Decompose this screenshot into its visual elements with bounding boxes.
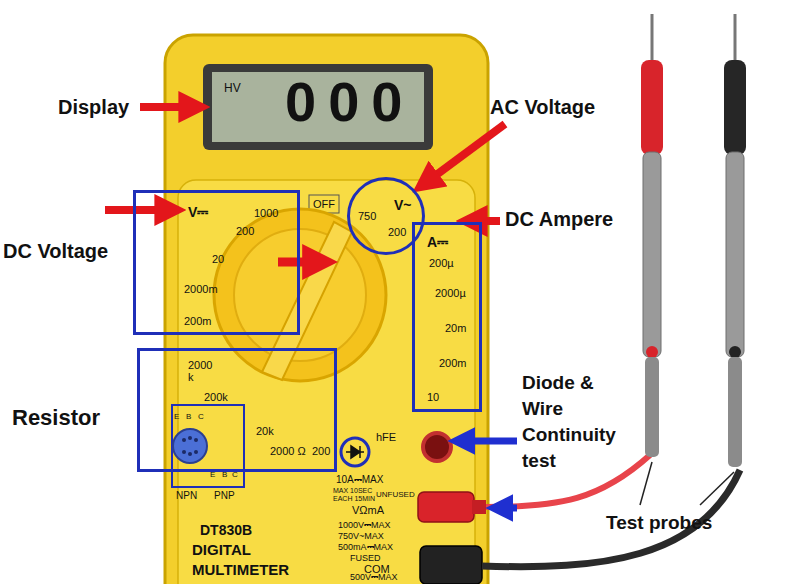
callout-arrow bbox=[278, 258, 322, 267]
range-label: 200m bbox=[184, 315, 212, 327]
range-label: 200 bbox=[236, 225, 254, 237]
panel-marking: 750V~MAX bbox=[338, 531, 384, 541]
range-label: 2000µ bbox=[435, 287, 466, 299]
callout-label: AC Voltage bbox=[490, 96, 595, 119]
range-box: A⎓ 200µ 2000µ 20m 200m 10 bbox=[412, 222, 482, 412]
black-probe-handle bbox=[724, 60, 746, 155]
panel-marking: DT830B bbox=[200, 522, 252, 538]
range-label: 2000 k bbox=[188, 359, 218, 383]
callout-label: Resistor bbox=[12, 405, 100, 430]
black-plug bbox=[420, 546, 482, 584]
range-label: 200k bbox=[204, 391, 228, 403]
panel-marking: B bbox=[186, 412, 191, 421]
panel-marking: E bbox=[174, 412, 179, 421]
black-probe-tip bbox=[734, 14, 737, 62]
callout-arrow bbox=[140, 103, 196, 111]
callout-label: Test probes bbox=[606, 512, 712, 534]
callout-label: Diode & Wire Continuity test bbox=[522, 370, 634, 474]
range-label: 200m bbox=[439, 357, 467, 369]
range-label: 20m bbox=[445, 322, 466, 334]
callout-label: Display bbox=[58, 96, 129, 119]
panel-marking: 500V⎓MAX bbox=[350, 572, 398, 582]
panel-marking: OFF bbox=[313, 198, 335, 211]
red-probe-tip bbox=[651, 14, 654, 62]
panel-marking: PNP bbox=[214, 490, 235, 502]
panel-marking: FUSED bbox=[350, 553, 381, 563]
panel-marking: B bbox=[222, 470, 227, 479]
callout-arrow bbox=[460, 438, 517, 445]
black-probe-grip bbox=[726, 152, 744, 357]
socket-frame bbox=[172, 405, 244, 487]
diode-symbol bbox=[346, 446, 364, 458]
display-bezel bbox=[203, 64, 433, 150]
red-plug bbox=[418, 492, 474, 522]
panel-marking: MAX 10SEC EACH 15MIN bbox=[333, 487, 375, 502]
black-probe-boot bbox=[728, 357, 742, 467]
range-label: 200 bbox=[312, 445, 330, 457]
range-box: 2000 k 200k 20k 2000 Ω 200 bbox=[137, 348, 337, 472]
red-probe-dot bbox=[646, 346, 658, 358]
range-box: V⎓ 1000200 20 2000m 200m bbox=[133, 190, 300, 335]
meter-body bbox=[165, 35, 488, 584]
panel-marking: 500mA⎓MAX bbox=[338, 542, 393, 552]
panel-marking: DIGITAL bbox=[192, 541, 251, 558]
panel-marking: NPN bbox=[176, 490, 197, 502]
front-panel bbox=[178, 180, 475, 584]
panel-marking: MULTIMETER bbox=[192, 561, 289, 578]
panel-marking: HV bbox=[224, 82, 241, 96]
red-probe-boot bbox=[645, 357, 659, 457]
callout-label: DC Ampere bbox=[505, 208, 613, 231]
range-label: 2000m bbox=[184, 283, 218, 295]
callout-arrow bbox=[105, 206, 172, 214]
red-plug-tail bbox=[472, 500, 486, 514]
range-label: 20k bbox=[256, 425, 274, 437]
dial-pointer bbox=[262, 222, 352, 380]
callout-label: DC Voltage bbox=[3, 240, 108, 263]
range-label: V⎓ bbox=[188, 205, 208, 220]
callout-label: 000 bbox=[285, 74, 414, 130]
rotary-dial bbox=[214, 209, 386, 381]
range-label: V~ bbox=[394, 198, 412, 213]
range-label: 200 bbox=[388, 226, 406, 238]
range-label: 2000 Ω bbox=[270, 445, 306, 457]
range-label: 10 bbox=[427, 391, 439, 403]
red-probe-handle bbox=[641, 60, 663, 155]
black-probe-dot bbox=[729, 346, 741, 358]
panel-marking: C bbox=[232, 470, 238, 479]
panel-marking: UNFUSED bbox=[376, 490, 415, 499]
panel-marking: hFE bbox=[376, 431, 396, 444]
leader-line bbox=[700, 472, 734, 505]
red-wire bbox=[486, 455, 650, 507]
black-wire bbox=[482, 470, 740, 567]
callout-arrow bbox=[424, 124, 505, 184]
range-label: A⎓ bbox=[427, 235, 448, 250]
red-probe-grip bbox=[643, 152, 661, 357]
diode-ring bbox=[341, 438, 369, 466]
panel-marking: C bbox=[198, 412, 204, 421]
hfe-socket bbox=[173, 429, 207, 463]
leader-line bbox=[640, 462, 652, 505]
panel-marking: E bbox=[210, 470, 215, 479]
panel-marking: 10A⎓MAX bbox=[336, 474, 383, 486]
range-label: 1000 bbox=[254, 207, 278, 219]
callout-arrow bbox=[498, 505, 517, 512]
panel-marking: VΩmA bbox=[352, 504, 384, 517]
range-label: 750 bbox=[358, 210, 376, 222]
panel-marking: 1000V⎓MAX bbox=[338, 520, 391, 530]
range-label: 20 bbox=[212, 253, 224, 265]
lcd-screen bbox=[212, 72, 424, 142]
10a-jack bbox=[423, 433, 451, 461]
socket-holes bbox=[182, 436, 198, 456]
range-label: 200µ bbox=[429, 257, 454, 269]
